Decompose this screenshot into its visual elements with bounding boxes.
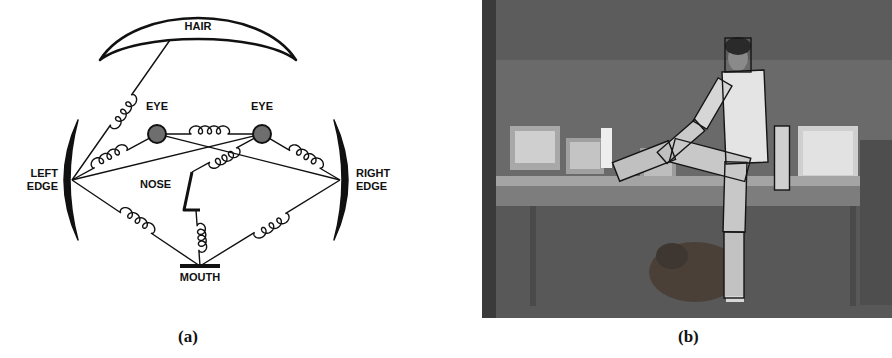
nose-part: NOSE [140,170,206,216]
part-outline [334,120,348,240]
photo-detail [724,232,744,298]
body-model-boxes [612,38,789,298]
photo-detail [725,37,751,55]
photo-detail [482,0,496,318]
photo-detail [693,78,732,129]
photo-detail [656,243,688,269]
photo-detail [724,232,744,298]
part-label: NOSE [140,178,180,191]
photo-detail [693,78,732,129]
spring-connector [192,138,254,172]
part-label: MOUTH [165,271,235,284]
photo-detail [775,126,790,190]
spring-connector [196,210,207,266]
photo-detail [612,141,675,182]
photo-detail [601,128,612,168]
photo-detail [724,232,744,298]
photo-detail [723,162,747,233]
photo-detail [723,162,747,233]
photo-detail [496,205,892,318]
photo-detail [657,119,705,163]
part-outline [180,264,220,268]
edge-part: RIGHT EDGE [332,120,416,240]
eye-part: EYE [242,100,282,144]
photo-detail [803,131,853,175]
photo-detail [612,141,675,182]
edge-part: LEFT EDGE [0,120,80,240]
photo-detail [669,138,751,181]
photo-detail [693,78,732,129]
part-label: EYE [137,100,177,113]
photo-detail [657,119,705,163]
photo-detail [775,126,790,190]
panel-label: (b) [678,327,699,347]
photo-detail [510,126,560,170]
part-label: RIGHT EDGE [356,167,402,193]
photo-detail [669,138,751,181]
photo-detail [612,141,675,182]
photo-detail [775,126,790,190]
person-figure [601,37,790,302]
hair-part: HAIR [96,4,300,66]
part-shape [96,4,300,66]
photo-detail [515,131,555,163]
panel-label: (a) [178,327,198,347]
lab-scene [482,0,892,318]
mouth-part: MOUTH [165,262,235,292]
part-shape [140,170,206,216]
photo-detail [693,78,732,129]
photo-detail [726,296,744,302]
eye-dot [253,125,271,143]
spring-connector [200,180,340,266]
photo-detail [566,138,604,174]
photo-detail [482,0,892,60]
eye-part: EYE [137,100,177,144]
photo-detail [798,126,858,180]
photo-detail [850,206,856,306]
photo-detail [725,38,751,72]
photo-detail [669,138,751,181]
photo-detail [724,232,744,298]
part-label: HAIR [96,20,300,33]
spring-connector [72,180,200,266]
spring-connector [72,138,149,180]
photo-detail [775,126,790,190]
photo-detail [669,138,751,181]
photo-detail [612,141,675,182]
photo-detail [496,176,892,186]
link-line [72,136,253,180]
spring-connector [270,139,340,180]
photo-detail [530,206,536,306]
photo-detail [860,140,892,305]
photo-detail [570,142,600,169]
part-label: LEFT EDGE [14,167,58,193]
eye-dot [148,125,166,143]
part-outline [184,172,200,210]
photo-detail [496,186,892,206]
part-outline [64,120,78,240]
spring-connector [166,126,253,134]
photo-detail [482,0,892,318]
part-label: EYE [242,100,282,113]
